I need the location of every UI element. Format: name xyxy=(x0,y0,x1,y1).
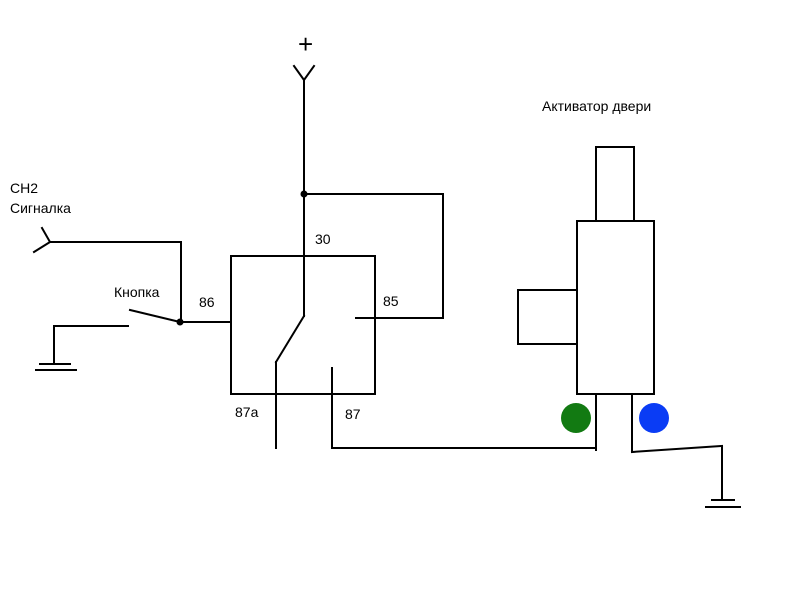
button-label: Кнопка xyxy=(114,284,160,300)
pin-label-85: 85 xyxy=(383,293,399,309)
blue-wire-marker xyxy=(639,403,669,433)
ch2-label: CH2 xyxy=(10,180,38,196)
pin-label-87a: 87a xyxy=(235,404,259,420)
green-wire-marker xyxy=(561,403,591,433)
actuator-plunger xyxy=(595,146,635,222)
pin-label-86: 86 xyxy=(199,294,215,310)
plus-terminal-symbol xyxy=(292,64,316,82)
button-switch-contact xyxy=(128,308,182,324)
plus-label: + xyxy=(298,29,313,59)
pin-label-87: 87 xyxy=(345,406,361,422)
relay-switch-arm xyxy=(274,314,306,364)
actuator-label: Активатор двери xyxy=(542,98,651,114)
actuator-body xyxy=(576,220,655,395)
relay-body xyxy=(230,255,376,395)
actuator-side-block xyxy=(517,289,578,345)
pin-label-30: 30 xyxy=(315,231,331,247)
alarm-label: Сигналка xyxy=(10,200,71,216)
ch2-terminal-symbol xyxy=(32,226,52,254)
wire-blue-to-ground xyxy=(630,444,724,454)
